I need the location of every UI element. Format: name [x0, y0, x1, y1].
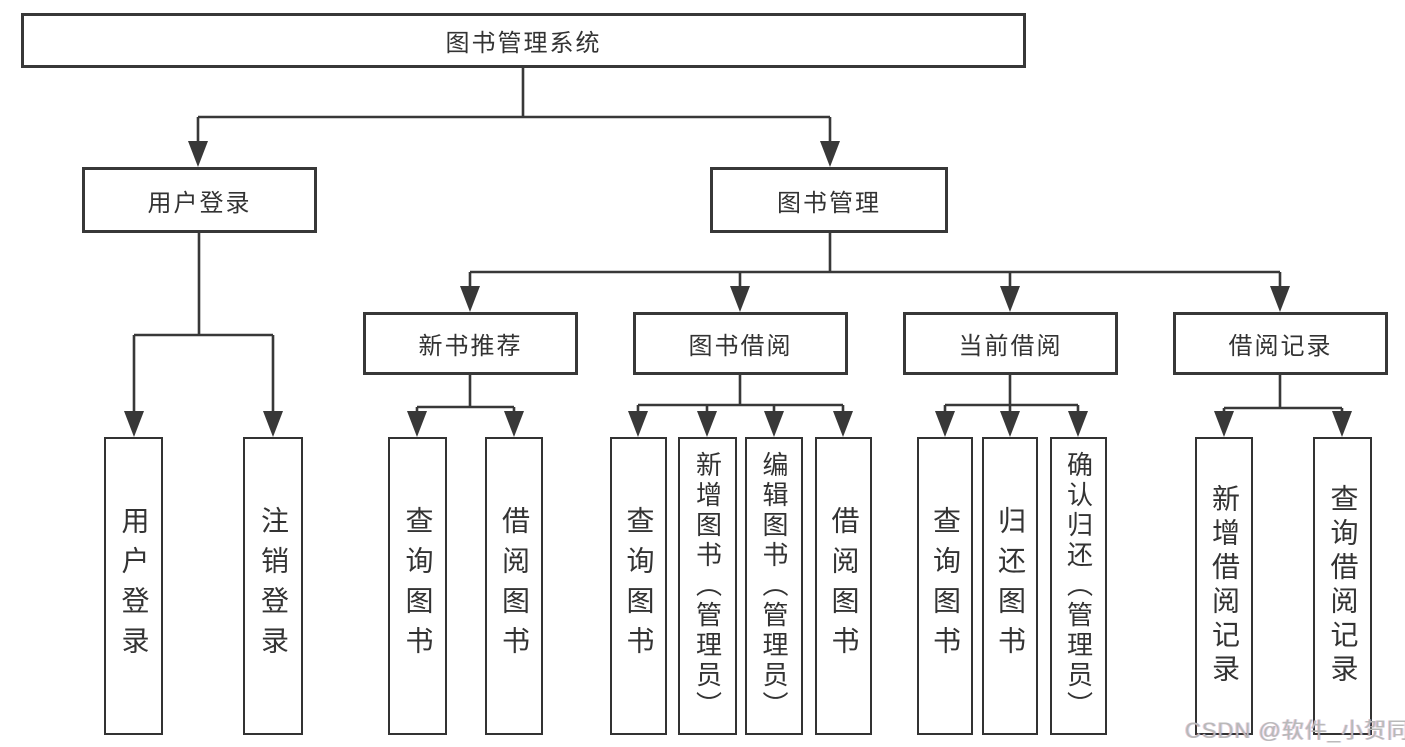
arrowheads	[124, 141, 1352, 437]
leaf-borrow-books-borrow: 借阅图书	[815, 437, 872, 735]
leaf-label: 编辑图书（管理员）	[759, 451, 789, 721]
leaf-logout-login: 注销登录	[243, 437, 303, 735]
leaf-label: 确认归还（管理员）	[1063, 451, 1094, 721]
node-label: 当前借阅	[958, 333, 1063, 360]
node-label: 新书推荐	[418, 333, 523, 360]
leaf-label: 借阅图书	[828, 506, 860, 666]
node-user-login: 用户登录	[82, 167, 317, 233]
leaf-label: 新增借阅记录	[1209, 484, 1240, 688]
node-new-book-recommend: 新书推荐	[363, 312, 578, 375]
node-label: 借阅记录	[1228, 333, 1333, 360]
leaf-label: 借阅图书	[499, 506, 530, 666]
leaf-label: 查询借阅记录	[1327, 484, 1359, 688]
node-current-borrow: 当前借阅	[903, 312, 1118, 375]
leaf-add-borrow-record: 新增借阅记录	[1195, 437, 1253, 735]
leaf-add-book-admin: 新增图书（管理员）	[678, 437, 737, 735]
leaf-borrow-books-recommend: 借阅图书	[485, 437, 543, 735]
node-label: 图书管理	[777, 189, 881, 217]
node-label: 图书借阅	[688, 333, 793, 360]
leaf-query-books-current: 查询图书	[917, 437, 973, 735]
leaf-label: 归还图书	[995, 506, 1026, 666]
leaf-edit-book-admin: 编辑图书（管理员）	[745, 437, 803, 735]
leaf-label: 用户登录	[118, 506, 150, 666]
node-label: 用户登录	[147, 189, 252, 217]
leaf-label: 新增图书（管理员）	[692, 451, 723, 721]
leaf-label: 注销登录	[258, 506, 289, 666]
leaf-user-login: 用户登录	[104, 437, 163, 735]
leaf-query-books-borrow: 查询图书	[610, 437, 667, 735]
node-borrow-records: 借阅记录	[1173, 312, 1388, 375]
leaf-confirm-return-admin: 确认归还（管理员）	[1050, 437, 1107, 735]
leaf-return-book: 归还图书	[982, 437, 1038, 735]
leaf-label: 查询图书	[930, 506, 961, 666]
leaf-label: 查询图书	[623, 506, 655, 666]
node-label: 图书管理系统	[445, 30, 602, 57]
node-book-management: 图书管理	[710, 167, 948, 233]
leaf-label: 查询图书	[402, 506, 434, 666]
leaf-query-borrow-record: 查询借阅记录	[1313, 437, 1372, 735]
csdn-watermark: CSDN @软件_小贺同学	[1185, 718, 1405, 743]
node-book-borrow: 图书借阅	[633, 312, 848, 375]
leaf-query-books-recommend: 查询图书	[388, 437, 447, 735]
node-book-management-system: 图书管理系统	[21, 13, 1026, 68]
